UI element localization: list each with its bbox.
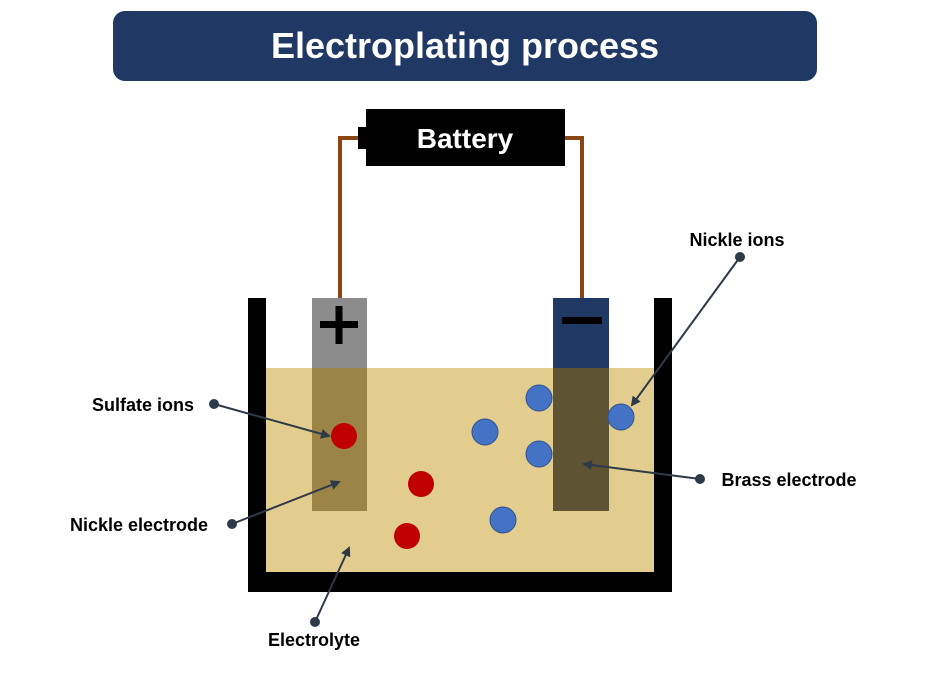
brass-electrode-label: Brass electrode (721, 470, 856, 490)
battery-body (366, 109, 565, 166)
nickle-ions-label: Nickle ions (689, 230, 784, 250)
battery-label: Battery (417, 123, 514, 154)
nickle-electrode-pointer (231, 480, 341, 525)
positive-wire (338, 136, 362, 298)
sulfate-ions-label: Sulfate ions (92, 395, 194, 415)
tank-left-wall (248, 298, 266, 592)
nickle-ion (525, 384, 553, 412)
plus-sign-icon (320, 306, 358, 344)
sulfate-ion (394, 523, 420, 549)
sulfate-ion (331, 423, 357, 449)
brass-electrode (553, 368, 609, 511)
page-title: Electroplating process (270, 25, 660, 66)
minus-sign-icon (562, 317, 602, 324)
title-banner: Electroplating process (113, 11, 817, 81)
sulfate-ion (408, 471, 434, 497)
nickle-electrode-label: Nickle electrode (70, 515, 208, 535)
electrolyte-label: Electrolyte (268, 630, 360, 650)
nickle-ion (489, 506, 517, 534)
tank-bottom (248, 572, 672, 592)
battery-terminal (358, 127, 366, 149)
tank-right-wall (654, 298, 672, 592)
nickle-ions-pointer (630, 256, 741, 407)
nickle-ion (607, 403, 635, 431)
nickle-ion (471, 418, 499, 446)
negative-wire (565, 136, 584, 298)
electrolyte-pointer (314, 546, 351, 623)
brass-electrode-pointer (582, 460, 701, 480)
nickle-ion (525, 440, 553, 468)
sulfate-ions-pointer (213, 403, 331, 439)
brass-electrode-top (553, 298, 609, 368)
battery: Battery (358, 109, 565, 166)
